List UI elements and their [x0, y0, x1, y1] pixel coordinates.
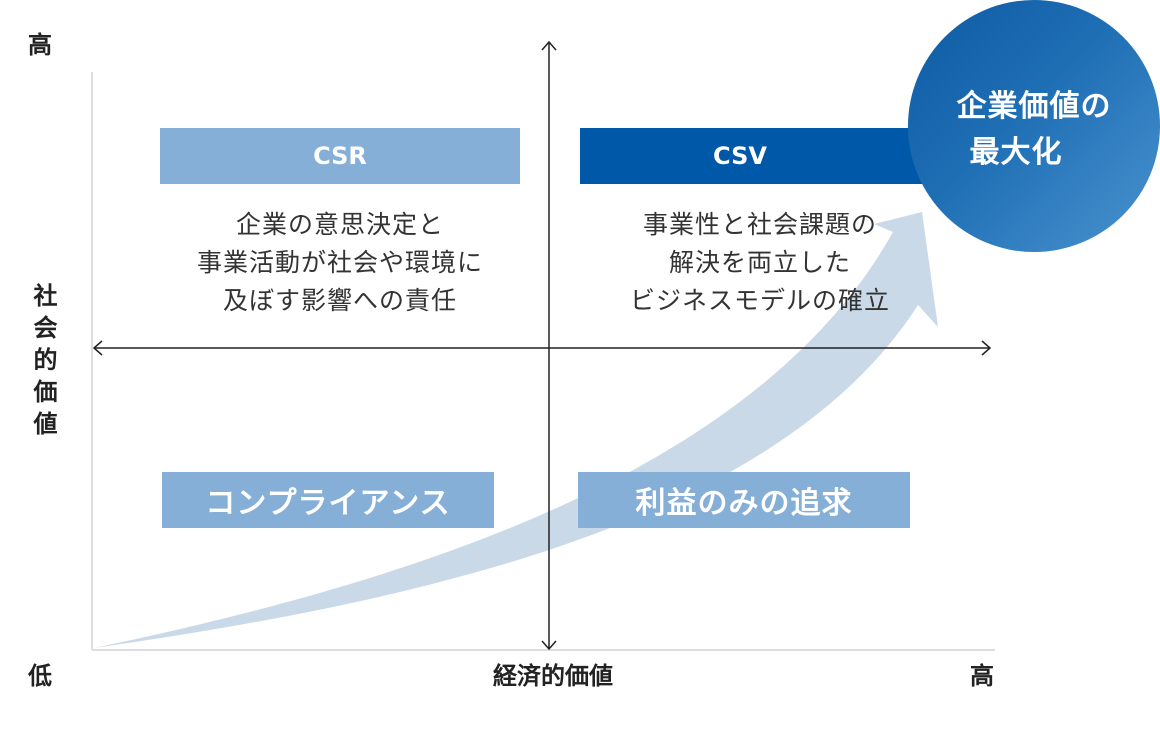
- csr-description: 企業の意思決定と 事業活動が社会や環境に 及ぼす影響への責任: [140, 206, 540, 320]
- goal-line: 企業価値の: [956, 89, 1112, 124]
- csr-description-line: 企業の意思決定と: [235, 210, 444, 239]
- csr-box: CSR: [160, 128, 520, 184]
- csr-title: CSR: [313, 142, 367, 170]
- profit-only-title: 利益のみの追求: [635, 486, 853, 521]
- csr-description-line: 事業活動が社会や環境に: [196, 248, 483, 277]
- y-axis-high-label: 高: [28, 31, 52, 59]
- goal-line: 最大化: [969, 135, 1063, 170]
- origin-low-label: 低: [28, 662, 52, 690]
- horizontal-axis-arrowhead-left: [92, 340, 103, 356]
- csv-box: CSV: [580, 128, 940, 184]
- x-axis-title: 経済的価値: [493, 662, 613, 690]
- compliance-title: コンプライアンス: [205, 486, 451, 521]
- csv-title: CSV: [713, 142, 767, 170]
- corporate-value-circle: 企業価値の 最大化: [908, 0, 1160, 252]
- csv-description: 事業性と社会課題の 解決を両立した ビジネスモデルの確立: [560, 206, 960, 320]
- compliance-box: コンプライアンス: [162, 472, 494, 528]
- csv-description-line: ビジネスモデルの確立: [629, 286, 890, 315]
- x-axis-high-label: 高: [970, 662, 994, 690]
- growth-arrow: [94, 212, 938, 648]
- csr-description-line: 及ぼす影響への責任: [222, 286, 457, 315]
- vertical-axis-arrowhead-top: [541, 40, 557, 51]
- vertical-axis-arrowhead-bottom: [541, 640, 557, 651]
- csv-description-line: 解決を両立した: [668, 248, 851, 277]
- y-axis-title: 社会的価値: [29, 283, 57, 443]
- profit-only-box: 利益のみの追求: [578, 472, 910, 528]
- horizontal-axis-arrowhead-right: [981, 340, 992, 356]
- csv-description-line: 事業性と社会課題の: [642, 210, 877, 239]
